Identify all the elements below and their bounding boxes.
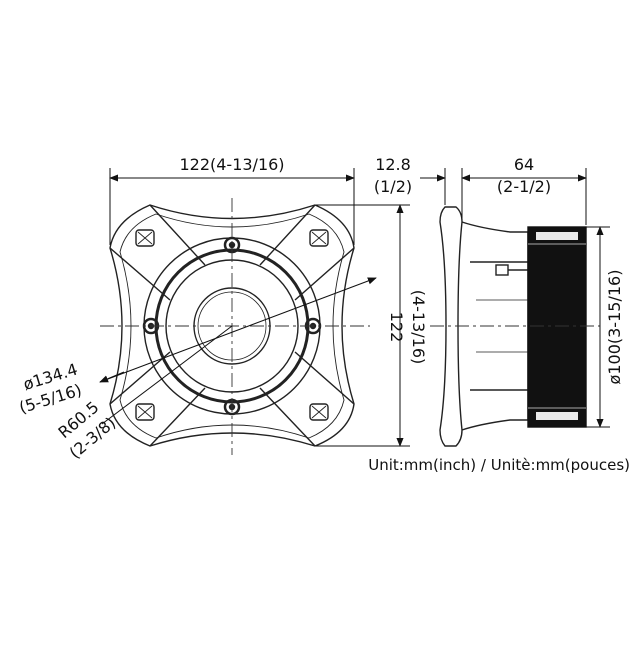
flange-thickness-mm: 12.8	[375, 155, 411, 174]
side-terminal	[495, 264, 509, 276]
unit-note: Unit:mm(inch) / Unitè:mm(pouces)	[368, 456, 630, 474]
height-in: (4-13/16)	[409, 290, 428, 365]
side-flange	[439, 206, 463, 447]
front-center-lines	[100, 198, 370, 455]
width-dimension-label: 122(4-13/16)	[179, 155, 284, 174]
corner-web-br	[259, 351, 355, 447]
side-dimension-lines	[420, 168, 610, 428]
corner-web-tl	[109, 204, 206, 301]
depth-mm: 64	[514, 155, 534, 174]
corner-web-tr	[259, 204, 355, 301]
height-mm: 122	[387, 312, 406, 343]
front-flange-inner-outline	[119, 213, 345, 439]
body-diameter-label: ø100(3-15/16)	[605, 270, 624, 385]
front-dimension-lines	[99, 168, 410, 447]
corner-hole-tl	[135, 229, 155, 247]
corner-web-bl	[109, 351, 206, 447]
flange-thickness-in: (1/2)	[374, 177, 412, 196]
corner-hole-bl	[135, 403, 155, 421]
corner-hole-br	[309, 403, 329, 421]
depth-in: (2-1/2)	[497, 177, 551, 196]
corner-hole-tr	[309, 229, 329, 247]
side-view	[439, 206, 587, 447]
side-magnet-body[interactable]	[527, 226, 587, 428]
